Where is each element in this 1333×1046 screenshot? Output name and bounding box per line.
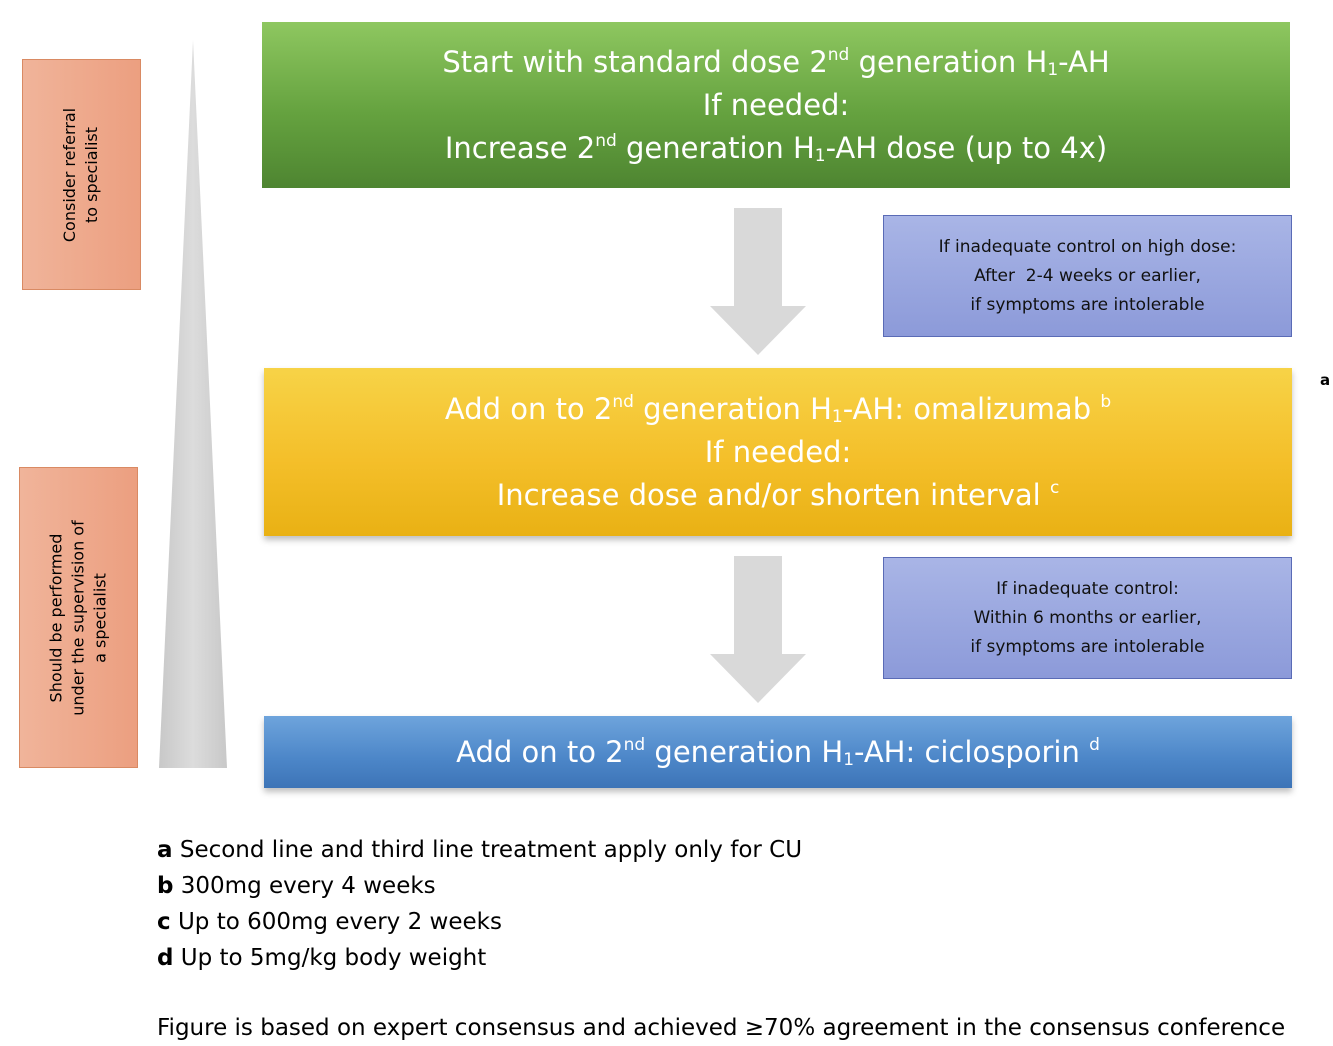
note-1-line-3: if symptoms are intolerable bbox=[970, 294, 1205, 315]
second-line-step: Add on to 2nd generation H1-AH: omalizum… bbox=[264, 368, 1292, 536]
supervision-label-box: Should be performed under the supervisio… bbox=[19, 467, 138, 768]
footnote-b: b 300mg every 4 weeks bbox=[157, 873, 436, 899]
consensus-statement: Figure is based on expert consensus and … bbox=[157, 1015, 1286, 1041]
first-line-if-needed: If needed: bbox=[702, 87, 850, 122]
footnote-marker-a: a bbox=[1320, 371, 1331, 389]
footnote-a: a Second line and third line treatment a… bbox=[157, 837, 803, 863]
escalation-note-2: If inadequate control: Within 6 months o… bbox=[883, 557, 1292, 679]
note-2-line-2: Within 6 months or earlier, bbox=[973, 607, 1202, 628]
down-arrow-1 bbox=[710, 208, 806, 355]
third-line-title: Add on to 2nd generation H1-AH: ciclospo… bbox=[456, 734, 1100, 770]
second-line-if-needed: If needed: bbox=[704, 434, 852, 469]
note-1-line-1: If inadequate control on high dose: bbox=[938, 236, 1237, 257]
third-line-step: Add on to 2nd generation H1-AH: ciclospo… bbox=[264, 716, 1292, 788]
first-line-title: Start with standard dose 2nd generation … bbox=[442, 44, 1110, 80]
down-arrow-2 bbox=[710, 556, 806, 703]
first-line-increase: Increase 2nd generation H1-AH dose (up t… bbox=[444, 130, 1108, 166]
note-1-line-2: After 2-4 weeks or earlier, bbox=[974, 265, 1201, 286]
escalation-note-1: If inadequate control on high dose: Afte… bbox=[883, 215, 1292, 337]
supervision-label: Should be performed under the supervisio… bbox=[46, 519, 110, 716]
footnote-c: c Up to 600mg every 2 weeks bbox=[157, 909, 502, 935]
second-line-increase: Increase dose and/or shorten interval c bbox=[496, 477, 1060, 512]
footnote-d: d Up to 5mg/kg body weight bbox=[157, 945, 487, 971]
referral-label: Consider referral to specialist bbox=[60, 107, 102, 242]
second-line-title: Add on to 2nd generation H1-AH: omalizum… bbox=[444, 391, 1112, 427]
referral-label-box: Consider referral to specialist bbox=[22, 59, 141, 290]
first-line-step: Start with standard dose 2nd generation … bbox=[262, 22, 1290, 188]
footnotes: a Second line and third line treatment a… bbox=[157, 832, 1057, 976]
escalation-triangle bbox=[159, 40, 227, 768]
note-2-line-1: If inadequate control: bbox=[996, 578, 1179, 599]
note-2-line-3: if symptoms are intolerable bbox=[970, 636, 1205, 657]
